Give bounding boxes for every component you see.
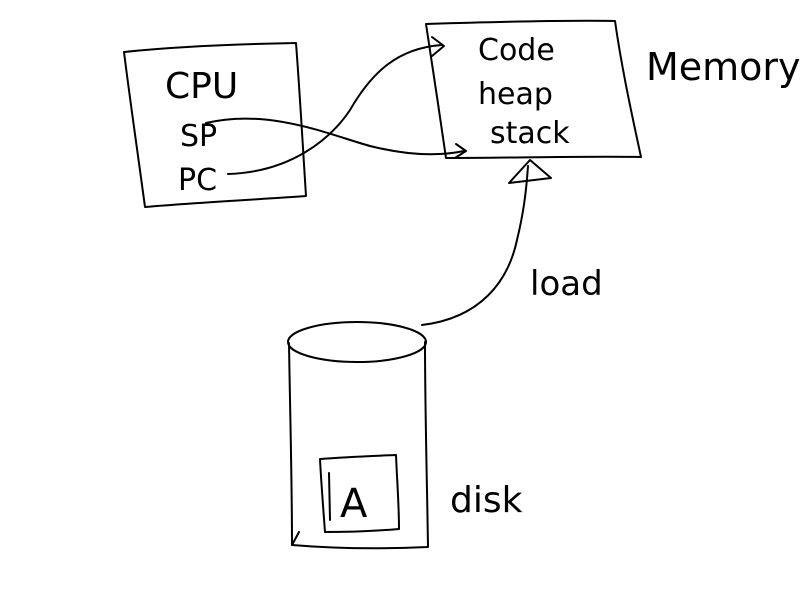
disk-label: disk (450, 480, 523, 521)
program-a-bar (328, 472, 331, 521)
register-pc-label: PC (178, 163, 217, 198)
pc-to-code-arrowhead (431, 36, 445, 57)
sp-to-stack-arrowhead (454, 143, 467, 159)
memory-segment-heap: heap (478, 77, 553, 112)
program-a-label: A (340, 481, 368, 527)
sp-to-stack-arrow (205, 117, 465, 156)
cpu-box (123, 42, 307, 208)
disk-body (288, 341, 429, 550)
load-arrow (421, 165, 529, 326)
memory-segment-code: Code (478, 33, 555, 68)
load-arrowhead (508, 159, 552, 184)
pc-to-code-arrow (227, 44, 443, 175)
disk-bottom-tick (291, 531, 300, 546)
cpu-label: CPU (165, 66, 238, 107)
memory-label: Memory (646, 45, 800, 89)
load-label: load (530, 264, 603, 304)
memory-segment-stack: stack (490, 116, 570, 151)
disk-top (287, 321, 427, 363)
memory-box (425, 19, 642, 159)
program-a-box (319, 454, 400, 533)
register-sp-label: SP (180, 119, 217, 154)
